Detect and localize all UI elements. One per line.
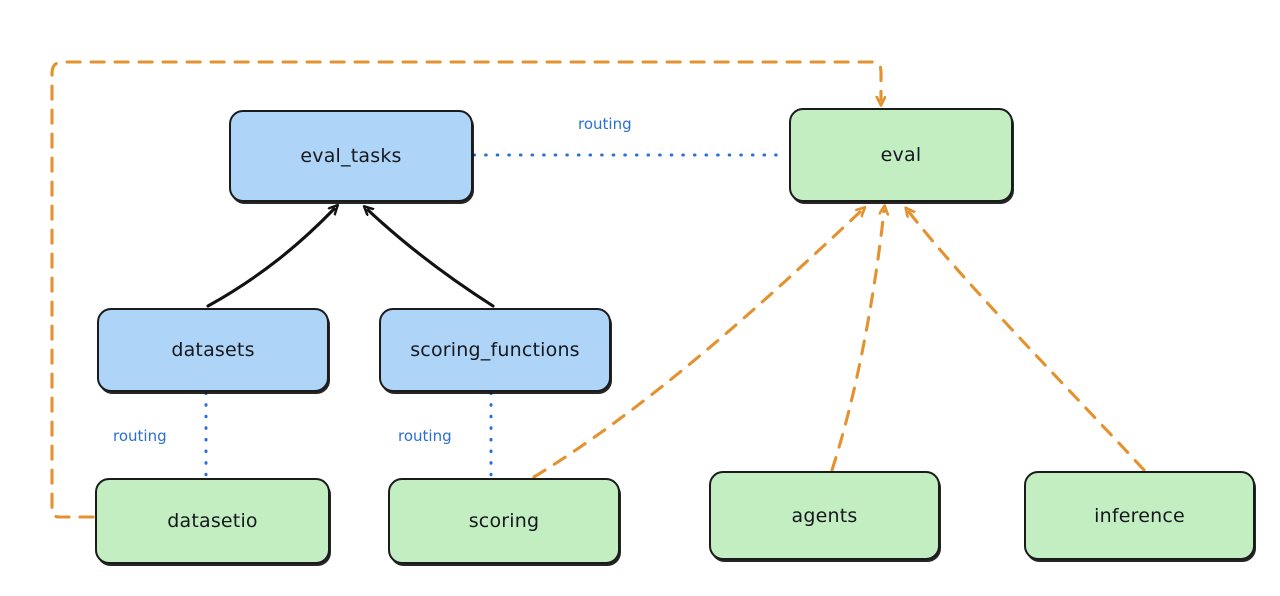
node-datasets[interactable]: datasets	[97, 308, 329, 392]
edge-label-routing-scoring: routing	[398, 427, 452, 445]
node-eval-tasks[interactable]: eval_tasks	[229, 110, 473, 202]
edge-inference-eval	[909, 212, 1146, 472]
node-scoring[interactable]: scoring	[388, 478, 620, 564]
node-label-agents: agents	[791, 504, 858, 527]
edge-agents-eval	[830, 211, 884, 472]
edge-label-routing-eval: routing	[578, 115, 632, 133]
node-label-eval: eval	[880, 144, 922, 166]
node-label-scoring: scoring	[468, 510, 540, 532]
edge-scoring_functions-eval_tasks	[368, 210, 495, 308]
node-label-scoring-functions: scoring_functions	[410, 339, 580, 361]
node-datasetio[interactable]: datasetio	[95, 478, 330, 564]
node-label-eval-tasks: eval_tasks	[300, 145, 402, 167]
node-scoring-functions[interactable]: scoring_functions	[379, 308, 611, 392]
edge-datasets-eval_tasks	[206, 209, 334, 308]
node-label-inference: inference	[1094, 504, 1185, 527]
node-eval[interactable]: eval	[789, 108, 1013, 202]
edge-label-routing-datasetio: routing	[113, 427, 167, 445]
node-inference[interactable]: inference	[1024, 471, 1255, 560]
node-label-datasetio: datasetio	[167, 510, 258, 532]
node-label-datasets: datasets	[171, 339, 255, 361]
node-agents[interactable]: agents	[709, 471, 940, 560]
